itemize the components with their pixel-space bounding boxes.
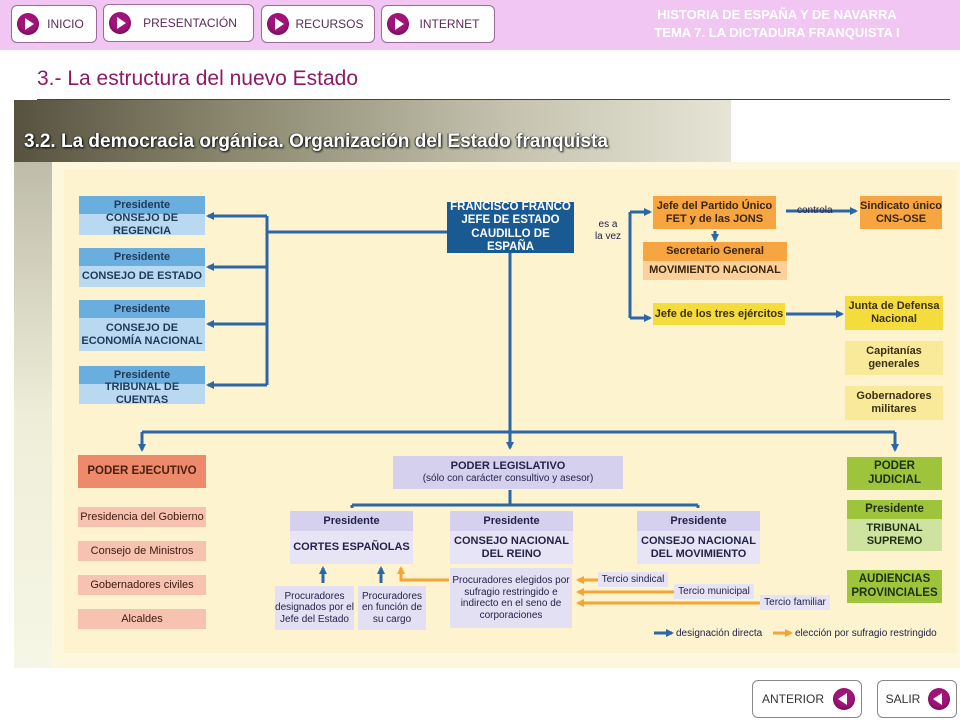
tercio-familiar-box: Tercio familiar [760, 595, 830, 610]
controla-label: controla [797, 205, 833, 216]
council-economia-head: Presidente [79, 300, 205, 318]
course-title: HISTORIA DE ESPAÑA Y DE NAVARRA TEMA 7. … [612, 6, 942, 42]
cortes-head: Presidente [290, 511, 413, 531]
franco-line3: CAUDILLO DE ESPAÑA [471, 227, 550, 253]
council-estado-head: Presidente [79, 248, 205, 266]
presidencia-gobierno-box: Presidencia del Gobierno [78, 507, 206, 527]
poder-legislativo-title: PODER LEGISLATIVO [450, 460, 566, 473]
course-title-line1: HISTORIA DE ESPAÑA Y DE NAVARRA [657, 7, 897, 22]
secretario-box: Secretario General [643, 242, 787, 261]
poder-legislativo-note: (sólo con carácter consultivo y asesor) [422, 473, 594, 485]
salir-label: SALIR [885, 692, 921, 706]
alcaldes-box: Alcaldes [78, 609, 206, 629]
es-a-la-vez-line2: la vez [594, 231, 622, 242]
arrow-elegidos-to-cortes [397, 566, 449, 582]
back-arrow-icon [833, 688, 855, 710]
poder-legislativo-box: PODER LEGISLATIVO (sólo con carácter con… [393, 456, 623, 489]
consejo-ministros-box: Consejo de Ministros [78, 541, 206, 561]
audiencias-box: AUDIENCIAS PROVINCIALES [847, 570, 942, 603]
consejo-movimiento-body: CONSEJO NACIONAL DEL MOVIMIENTO [637, 531, 760, 564]
gobernadores-civiles-box: Gobernadores civiles [78, 575, 206, 595]
section-title: 3.- La estructura del nuevo Estado [37, 67, 359, 90]
play-icon [109, 12, 131, 34]
franco-line1: FRANCISCO FRANCO [450, 201, 571, 214]
tribunal-supremo-box: TRIBUNAL SUPREMO [847, 519, 942, 551]
gobernadores-militares-box: Gobernadores militares [845, 386, 943, 420]
nav-inicio-label: INICIO [47, 17, 84, 31]
anterior-button[interactable]: ANTERIOR [752, 680, 862, 718]
anterior-label: ANTERIOR [761, 692, 824, 706]
council-estado-body: CONSEJO DE ESTADO [79, 266, 205, 287]
procuradores-elegidos-box: Procuradores elegidos por sufragio restr… [450, 568, 572, 628]
council-regencia-head: Presidente [79, 196, 205, 214]
jefe-ejercitos-box: Jefe de los tres ejércitos [653, 303, 785, 325]
poder-ejecutivo-box: PODER EJECUTIVO [78, 455, 206, 488]
tercio-sindical-box: Tercio sindical [598, 572, 668, 587]
back-arrow-icon [928, 688, 950, 710]
legend-orange-label: elección por sufragio restringido [795, 628, 937, 639]
council-regencia-body: CONSEJO DE REGENCIA [79, 212, 205, 237]
procuradores-cargo-box: Procuradores en función de su cargo [358, 586, 426, 630]
legend-blue-label: designación directa [676, 628, 763, 639]
play-icon [387, 13, 409, 35]
council-economia-body: CONSEJO DE ECONOMÍA NACIONAL [79, 318, 205, 351]
judicial-presidente-head: Presidente [847, 500, 942, 519]
movimiento-box: MOVIMIENTO NACIONAL [643, 261, 787, 280]
nav-presentacion-button[interactable]: PRESENTACIÓN [103, 4, 254, 42]
subheading-band [14, 100, 731, 162]
play-icon [267, 13, 289, 35]
consejo-reino-head: Presidente [450, 511, 573, 531]
consejo-reino-body: CONSEJO NACIONAL DEL REINO [450, 531, 573, 564]
junta-box: Junta de Defensa Nacional [845, 296, 943, 330]
nav-internet-button[interactable]: INTERNET [381, 5, 495, 43]
capitanias-box: Capitanías generales [845, 341, 943, 375]
nav-recursos-button[interactable]: RECURSOS [261, 5, 375, 43]
top-nav-bar: INICIO PRESENTACIÓN RECURSOS INTERNET HI… [0, 0, 960, 50]
procuradores-designados-box: Procuradores designados por el Jefe del … [275, 586, 354, 630]
poder-judicial-box: PODER JUDICIAL [847, 457, 942, 490]
cortes-body: CORTES ESPAÑOLAS [290, 531, 413, 564]
es-a-la-vez-line1: es a [598, 219, 618, 230]
nav-presentacion-label: PRESENTACIÓN [143, 16, 237, 30]
nav-inicio-button[interactable]: INICIO [11, 5, 97, 43]
subheading: 3.2. La democracia orgánica. Organizació… [24, 131, 608, 152]
title-divider [37, 99, 950, 100]
franco-line2: JEFE DE ESTADO [461, 214, 560, 227]
council-cuentas-head: Presidente [79, 366, 205, 384]
council-cuentas-body: TRIBUNAL DE CUENTAS [79, 381, 205, 406]
tercio-municipal-box: Tercio municipal [674, 584, 754, 599]
consejo-movimiento-head: Presidente [637, 511, 760, 531]
es-a-la-vez-label: es a la vez [591, 219, 625, 243]
jefe-partido-box: Jefe del Partido Único FET y de las JONS [653, 196, 776, 229]
nav-recursos-label: RECURSOS [295, 17, 364, 31]
play-icon [17, 13, 39, 35]
course-title-line2: TEMA 7. LA DICTADURA FRANQUISTA I [654, 25, 900, 40]
franco-box: FRANCISCO FRANCO JEFE DE ESTADO CAUDILLO… [447, 201, 574, 253]
nav-internet-label: INTERNET [419, 17, 480, 31]
salir-button[interactable]: SALIR [877, 680, 957, 718]
left-decor-band [14, 162, 52, 668]
sindicato-box: Sindicato único CNS-OSE [860, 196, 942, 229]
